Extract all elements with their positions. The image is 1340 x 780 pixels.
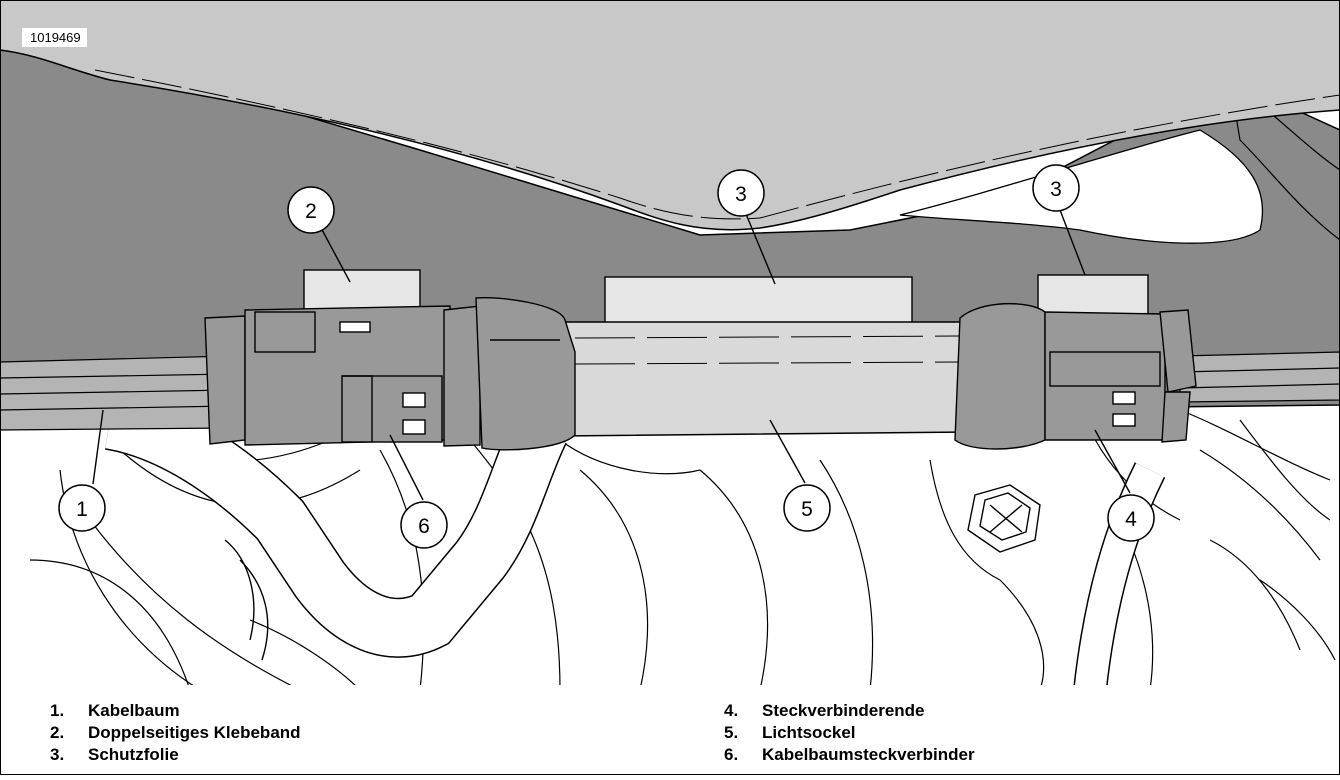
- legend-number: 2.: [50, 723, 65, 742]
- legend-label: Steckverbinderende: [762, 701, 925, 720]
- callout-circle-2: [287, 186, 335, 234]
- legend-item: 2. Doppelseitiges Klebeband: [50, 722, 301, 744]
- callout-number-1: 1: [76, 498, 88, 521]
- legend-left: 1. Kabelbaum 2. Doppelseitiges Klebeband…: [50, 700, 301, 766]
- legend-number: 1.: [50, 701, 65, 720]
- fender-edge-right: [759, 94, 1340, 219]
- callout-circle-6: [400, 501, 448, 549]
- legend-number: 6.: [724, 745, 739, 764]
- callout-circle-3b: [1032, 164, 1080, 212]
- callout-number-3a: 3: [735, 183, 747, 206]
- frame-gap: [899, 129, 1264, 244]
- leader-lines: [92, 209, 1131, 501]
- connector-end: [954, 303, 1197, 450]
- legend-label: Kabelbaum: [88, 701, 180, 720]
- legend-label: Schutzfolie: [88, 745, 179, 764]
- callout-circles: [58, 164, 1155, 549]
- legend-number: 3.: [50, 745, 65, 764]
- legend-right: 4. Steckverbinderende 5. Lichtsockel 6. …: [724, 700, 975, 766]
- callout-number-5: 5: [801, 498, 813, 521]
- callout-circle-3a: [717, 169, 765, 217]
- wire-harness: [0, 351, 1340, 431]
- legend-item: 1. Kabelbaum: [50, 700, 301, 722]
- callout-circle-4: [1107, 494, 1155, 542]
- harness-connector: [204, 297, 576, 451]
- right-hose: [1073, 462, 1166, 692]
- legend-item: 3. Schutzfolie: [50, 744, 301, 766]
- hose: [104, 390, 568, 661]
- legend-label: Lichtsockel: [762, 723, 856, 742]
- callout-numbers: 1 2 3 3 4 5 6: [76, 178, 1137, 538]
- legend-label: Kabelbaumsteckverbinder: [762, 745, 975, 764]
- callout-circle-5: [783, 484, 831, 532]
- light-base: [559, 321, 971, 437]
- legend-item: 5. Lichtsockel: [724, 722, 975, 744]
- callout-number-2: 2: [305, 200, 317, 223]
- legend-number: 5.: [724, 723, 739, 742]
- callout-number-4: 4: [1125, 508, 1137, 531]
- fender-edge: [94, 69, 761, 220]
- engine-line-art: [29, 409, 1336, 691]
- legend-item: 4. Steckverbinderende: [724, 700, 975, 722]
- figure-id: 1019469: [22, 28, 87, 47]
- callout-circle-1: [58, 484, 106, 532]
- callout-number-6: 6: [418, 515, 430, 538]
- fender: [0, 0, 1340, 231]
- legend-label: Doppelseitiges Klebeband: [88, 723, 301, 742]
- legend-number: 4.: [724, 701, 739, 720]
- callout-number-3b: 3: [1050, 178, 1062, 201]
- bolt-icon: [967, 484, 1041, 553]
- legend-item: 6. Kabelbaumsteckverbinder: [724, 744, 975, 766]
